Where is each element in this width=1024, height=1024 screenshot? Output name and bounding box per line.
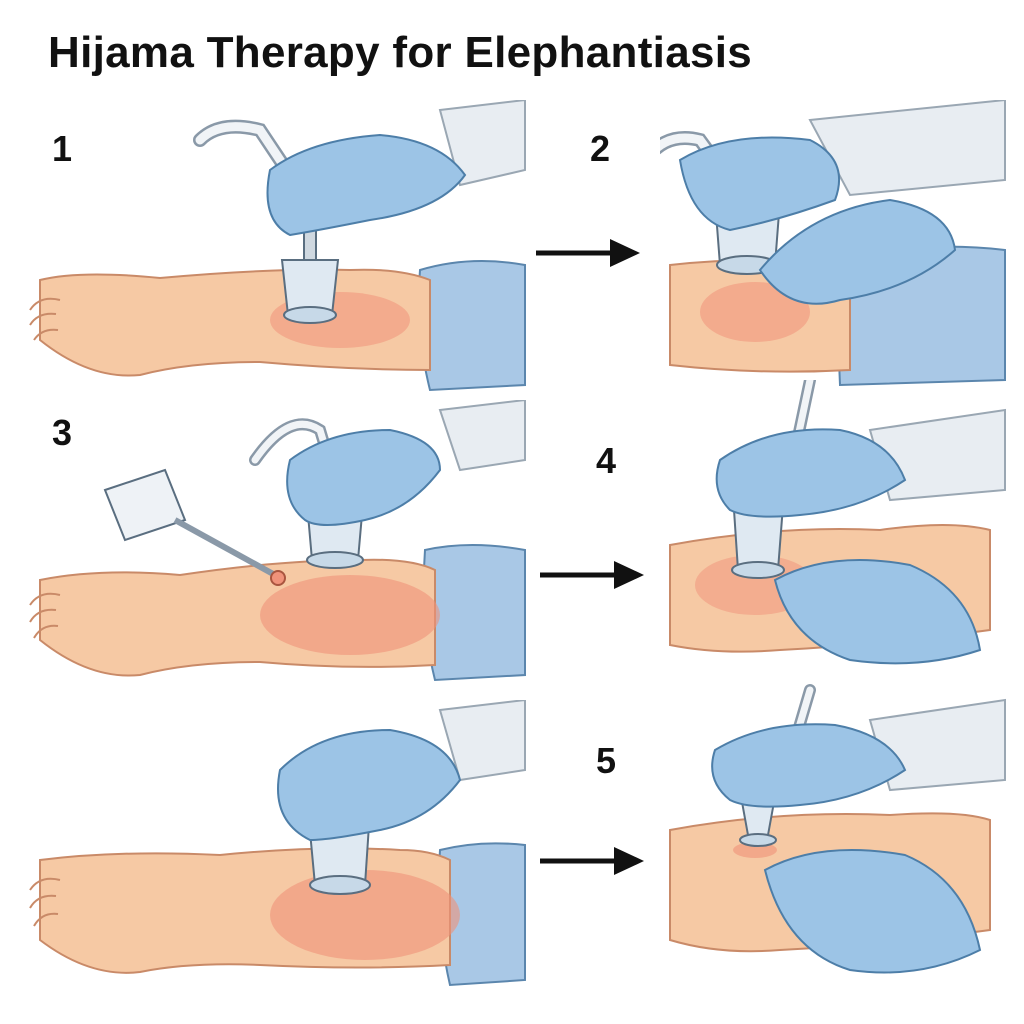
suction-pump-icon [195,122,315,210]
arrow-right-icon [536,239,640,267]
step-extra-illustration [20,700,530,1000]
step-3-illustration [20,400,530,690]
step-4-illustration [660,380,1010,680]
gloved-hand-icon [763,849,982,974]
gloved-hand-icon [711,723,907,808]
step-number-4: 4 [596,440,617,481]
arrow-right-icon [540,561,644,589]
arrow-right-icon [540,847,644,875]
gloved-hand-icon [758,198,957,305]
step-number-3: 3 [52,412,73,453]
step-number-5: 5 [596,740,617,781]
gloved-hand-icon [773,559,982,665]
gloved-hand-icon [715,428,907,518]
step-5-illustration [660,680,1010,1000]
step-1-illustration [20,100,530,400]
gloved-hand-icon [277,728,462,842]
gloved-hand-icon [678,136,840,232]
page-title: Hijama Therapy for Elephantiasis [48,28,753,77]
suction-pump-icon [660,133,745,200]
gloved-hand-icon [266,133,467,237]
step-number-2: 2 [590,128,611,169]
suction-pump-icon [103,468,187,542]
step-number-1: 1 [52,128,73,169]
step-2-illustration [660,100,1010,390]
gloved-hand-icon [286,428,442,526]
